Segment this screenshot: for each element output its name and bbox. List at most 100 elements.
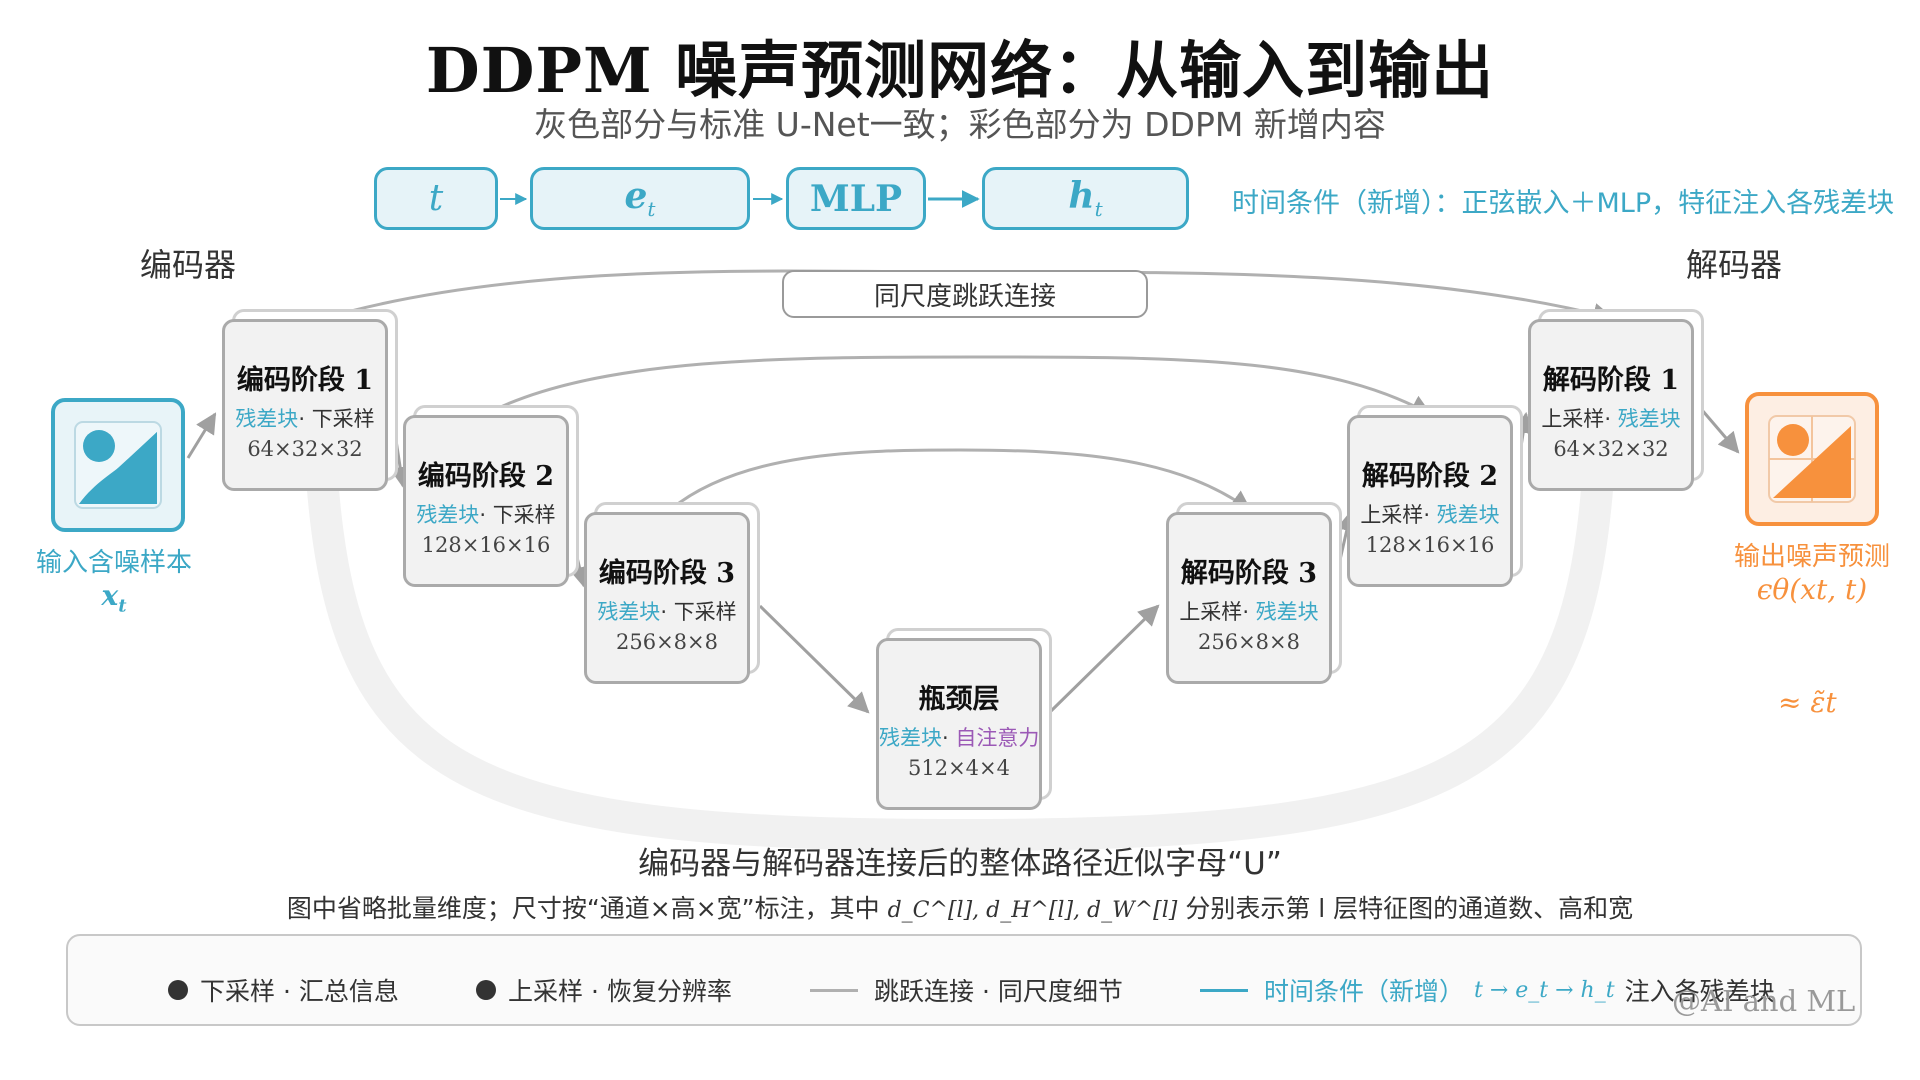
time-line-icon [1200, 988, 1248, 992]
legend-upsample-label: 上采样 · 恢复分辨率 [508, 977, 732, 1006]
stage-ops: 残差块· 自注意力 [879, 722, 1039, 752]
stage-dims: 64×32×32 [247, 437, 363, 461]
op-separator: · [1242, 600, 1249, 624]
mlp-label: MLP [809, 177, 903, 220]
legend-panel: 下采样 · 汇总信息 上采样 · 恢复分辨率 跳跃连接 · 同尺度细节 时间条件… [66, 934, 1862, 1026]
arrow-bottleneck-to-dec3 [1048, 604, 1160, 714]
op-residual: 残差块 [597, 600, 661, 624]
page-title: DDPM 噪声预测网络：从输入到输出 [425, 34, 1495, 107]
legend-skip-label: 跳跃连接 · 同尺度细节 [874, 977, 1123, 1006]
op-downsample: 下采样 [311, 407, 375, 431]
stage-ops: 上采样· 残差块 [1169, 596, 1329, 626]
time-embedding-box: et [530, 167, 750, 230]
decoder-stage-2: 解码阶段 2 上采样· 残差块 128×16×16 [1347, 415, 1513, 587]
upsample-dot-icon [476, 980, 496, 1000]
time-feature-symbol: ht [1068, 175, 1102, 221]
decoder-label: 解码器 [1686, 246, 1783, 284]
time-feature-sub: t [1094, 197, 1103, 222]
stage-dims: 256×8×8 [616, 630, 718, 654]
skip-connection-3 [669, 448, 1252, 512]
note-math: d_C^[l], d_H^[l], d_W^[l] [887, 898, 1178, 923]
op-residual: 残差块 [235, 407, 299, 431]
stage-ops: 残差块· 下采样 [406, 499, 566, 529]
output-label-text: 输出噪声预测 [1733, 542, 1890, 572]
stage-name: 解码阶段 2 [1361, 461, 1499, 492]
stage-dims: 128×16×16 [1365, 533, 1495, 557]
output-approx: ≈ ε̃t [1778, 686, 1837, 719]
stage-ops: 残差块· 下采样 [587, 596, 747, 626]
u-shape-backdrop [302, 329, 1618, 852]
time-feature-box: ht [982, 167, 1189, 230]
note-post: 分别表示第 l 层特征图的通道数、高和宽 [1185, 894, 1634, 923]
legend-time-post: 注入各残差块 [1624, 977, 1775, 1006]
dimension-note: 图中省略批量维度；尺寸按“通道×高×宽”标注，其中 d_C^[l], d_H^[… [0, 889, 1920, 925]
mlp-box: MLP [786, 167, 926, 230]
input-symbol-sub: t [118, 595, 127, 617]
stage-name: 解码阶段 3 [1180, 558, 1318, 589]
op-separator: · [1423, 503, 1430, 527]
stage-name: 解码阶段 1 [1542, 365, 1680, 396]
op-separator: · [298, 407, 305, 431]
stage-dims: 512×4×4 [908, 756, 1010, 780]
op-self-attention: 自注意力 [955, 726, 1040, 750]
legend-time: 时间条件（新增） t → e_t → h_t 注入各残差块 [1200, 972, 1775, 1008]
encoder-label: 编码器 [140, 246, 237, 284]
op-upsample: 上采样 [1360, 503, 1424, 527]
stage-ops: 上采样· 残差块 [1531, 403, 1691, 433]
arrow-input-to-enc1 [186, 412, 217, 459]
stage-dims: 128×16×16 [421, 533, 551, 557]
op-separator: · [942, 726, 949, 750]
legend-upsample: 上采样 · 恢复分辨率 [476, 972, 732, 1008]
encoder-stage-2: 编码阶段 2 残差块· 下采样 128×16×16 [403, 415, 569, 587]
u-shape-caption: 编码器与解码器连接后的整体路径近似字母“U” [638, 846, 1282, 882]
downsample-dot-icon [168, 980, 188, 1000]
page-subtitle: 灰色部分与标准 U-Net一致；彩色部分为 DDPM 新增内容 [534, 105, 1386, 144]
time-t-box: t [374, 167, 498, 230]
skip-connection-label: 同尺度跳跃连接 [782, 270, 1148, 318]
stage-ops: 残差块· 下采样 [225, 403, 385, 433]
decoder-stage-3: 解码阶段 3 上采样· 残差块 256×8×8 [1166, 512, 1332, 684]
arrow-enc3-to-bottleneck [758, 604, 870, 714]
legend-time-math: t → e_t → h_t [1474, 977, 1615, 1003]
op-separator: · [660, 600, 667, 624]
stage-dims: 256×8×8 [1198, 630, 1300, 654]
time-embedding-symbol: et [625, 175, 656, 221]
skip-connection-2 [485, 355, 1432, 416]
stage-dims: 64×32×32 [1553, 437, 1669, 461]
time-feature-base: h [1068, 175, 1095, 218]
input-label: 输入含噪样本 xt [4, 542, 224, 617]
output-symbol: ϵθ(xt, t) [1756, 573, 1868, 606]
input-symbol-base: x [101, 579, 119, 612]
arrow-dec2-to-dec1 [1512, 411, 1534, 487]
op-upsample: 上采样 [1179, 600, 1243, 624]
op-downsample: 下采样 [673, 600, 737, 624]
image-icon [1768, 415, 1856, 503]
input-label-text: 输入含噪样本 [35, 548, 192, 578]
skip-line-icon [810, 988, 858, 992]
encoder-stage-1: 编码阶段 1 残差块· 下采样 64×32×32 [222, 319, 388, 491]
legend-time-label: 时间条件（新增） [1264, 977, 1465, 1006]
op-residual: 残差块 [879, 726, 942, 750]
op-residual: 残差块 [416, 503, 480, 527]
op-upsample: 上采样 [1541, 407, 1605, 431]
encoder-stage-3: 编码阶段 3 残差块· 下采样 256×8×8 [584, 512, 750, 684]
legend-downsample-label: 下采样 · 汇总信息 [200, 977, 399, 1006]
input-noisy-sample [51, 398, 185, 532]
input-symbol: xt [4, 579, 224, 617]
image-icon [74, 421, 162, 509]
time-embedding-base: e [624, 175, 648, 218]
legend-downsample: 下采样 · 汇总信息 [168, 972, 399, 1008]
time-t-symbol: t [428, 178, 444, 219]
note-pre: 图中省略批量维度；尺寸按“通道×高×宽”标注，其中 [286, 894, 880, 923]
watermark: @AI and ML [1672, 984, 1856, 1018]
legend-skip: 跳跃连接 · 同尺度细节 [810, 972, 1123, 1008]
arrow-enc2-to-enc3 [564, 511, 590, 589]
stage-name: 瓶颈层 [918, 684, 1000, 715]
op-separator: · [479, 503, 486, 527]
time-embedding-sub: t [647, 197, 656, 222]
output-label: 输出噪声预测 ϵθ(xt, t) [1702, 536, 1920, 606]
op-residual: 残差块 [1255, 600, 1319, 624]
op-residual: 残差块 [1436, 503, 1500, 527]
stage-ops: 上采样· 残差块 [1350, 499, 1510, 529]
